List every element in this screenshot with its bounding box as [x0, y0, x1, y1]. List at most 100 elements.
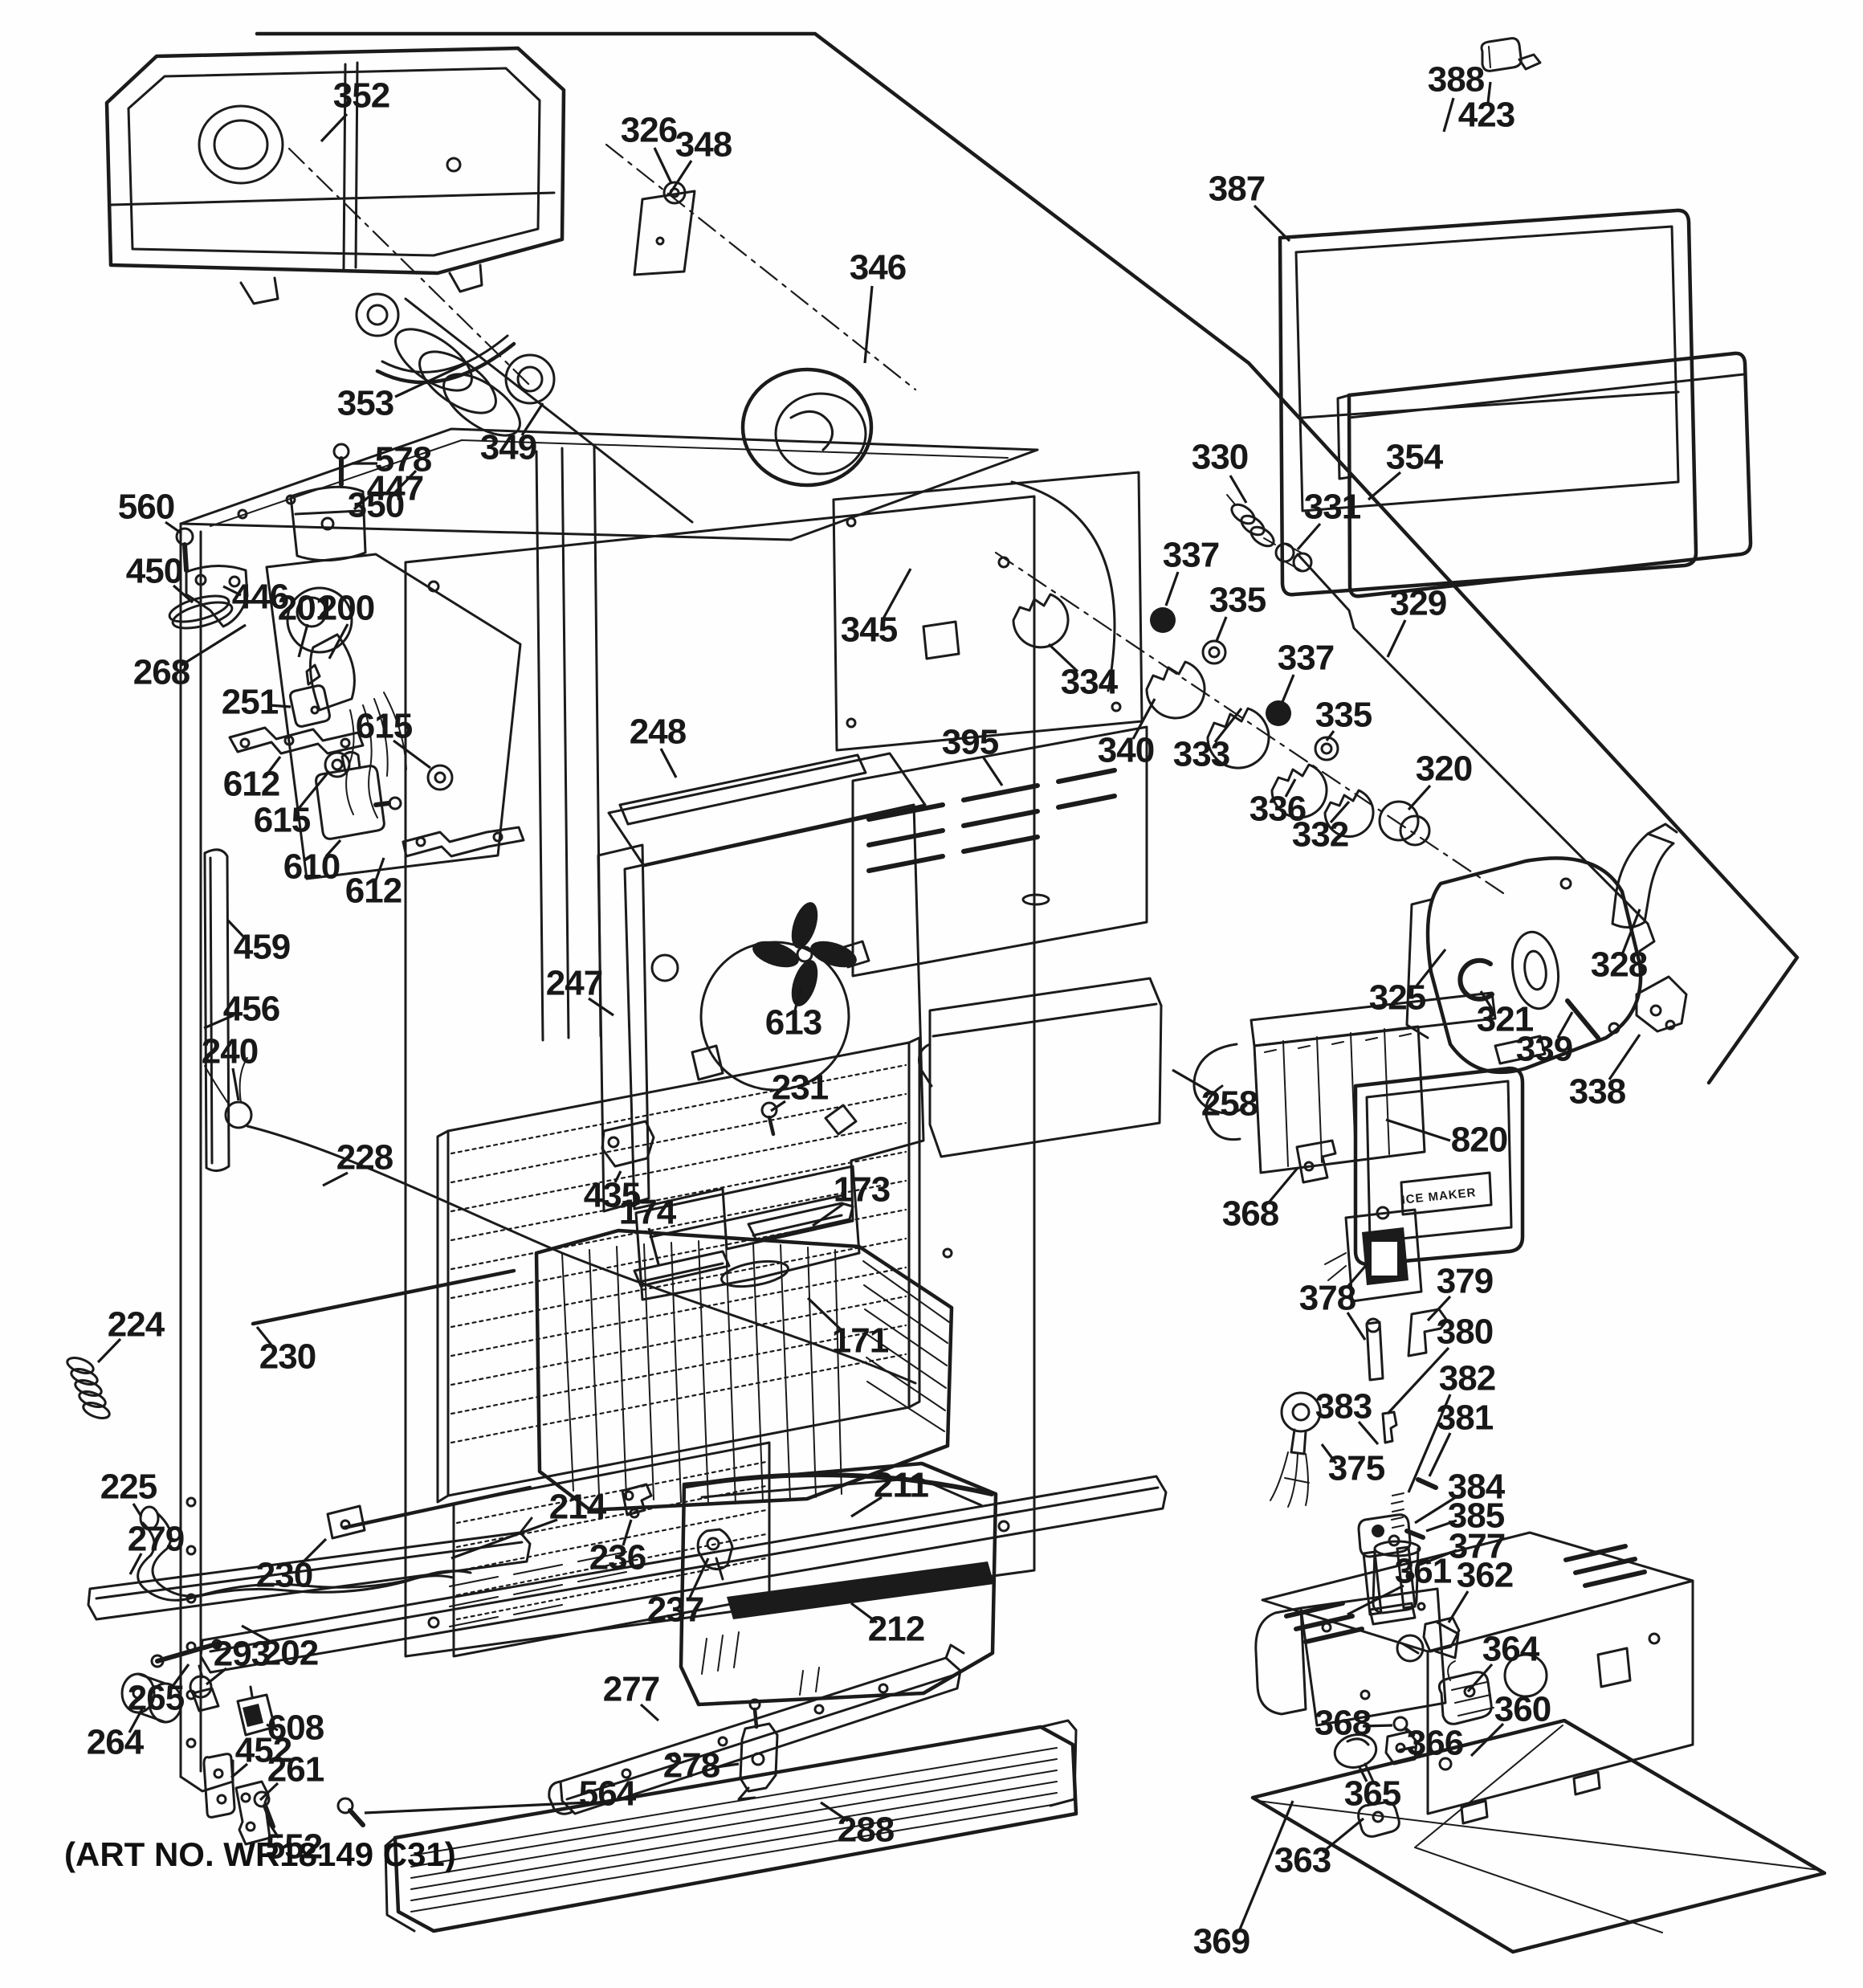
leader-610	[324, 839, 342, 858]
leader-380	[1386, 1346, 1450, 1415]
floor-panel-360	[1250, 1718, 1827, 1954]
part-label-261: 261	[267, 1750, 324, 1790]
leader-230a	[255, 1326, 275, 1348]
leader-277	[639, 1703, 660, 1722]
leader2-378	[1346, 1312, 1367, 1341]
leader-366	[1398, 1745, 1416, 1752]
leader-335b	[1325, 730, 1335, 741]
leader-613	[793, 987, 802, 1011]
part-label-173: 173	[834, 1170, 890, 1210]
part-label-231: 231	[772, 1068, 829, 1108]
part-label-368b: 368	[1315, 1704, 1372, 1743]
leader-383	[1357, 1420, 1380, 1446]
part-label-201: 201	[278, 589, 335, 628]
part-label-332: 332	[1292, 815, 1348, 855]
part-label-230b: 230	[256, 1556, 312, 1595]
part-label-380: 380	[1437, 1312, 1493, 1352]
part-label-450: 450	[126, 552, 182, 591]
leader-340	[1131, 698, 1156, 740]
part-label-459: 459	[234, 928, 290, 967]
leader-321	[1479, 990, 1494, 1010]
part-label-228: 228	[336, 1138, 393, 1178]
part-label-277: 277	[603, 1670, 659, 1709]
leader-261	[259, 1782, 279, 1802]
part-label-225: 225	[100, 1468, 157, 1507]
part-label-336: 336	[1249, 790, 1306, 829]
leader-423	[1486, 81, 1492, 104]
leader-362	[1447, 1590, 1470, 1623]
drive-chain-parts	[1012, 494, 1656, 953]
part-label-368a: 368	[1222, 1194, 1279, 1234]
basket-171	[534, 1228, 954, 1512]
part-label-345: 345	[841, 610, 898, 650]
air-duct-247	[597, 752, 927, 1301]
center-axis-lines	[287, 143, 1505, 895]
leader-456	[203, 1014, 234, 1030]
leader-363	[1321, 1817, 1365, 1854]
leader-387	[1253, 204, 1291, 243]
leader-352	[320, 112, 349, 143]
part-label-379: 379	[1437, 1262, 1493, 1301]
part-label-247: 247	[546, 964, 602, 1003]
part-label-337a: 337	[1163, 536, 1219, 575]
part-label-334: 334	[1061, 663, 1119, 702]
part-label-456: 456	[223, 990, 279, 1029]
part-label-360: 360	[1494, 1690, 1551, 1729]
leader-447	[353, 494, 372, 511]
leader-228	[322, 1171, 349, 1187]
part-label-346: 346	[850, 248, 906, 288]
part-label-248: 248	[630, 712, 687, 752]
leader-326	[653, 147, 673, 184]
part-label-333: 333	[1173, 735, 1229, 774]
part-label-384: 384	[1448, 1468, 1506, 1507]
leader-337a	[1164, 571, 1180, 606]
leader-349	[520, 402, 544, 436]
evaporator	[204, 1036, 921, 1658]
leader-334	[1047, 643, 1079, 673]
leader-328	[1621, 908, 1641, 953]
ice-bucket-352	[104, 46, 566, 305]
part-label-378: 378	[1299, 1279, 1356, 1318]
part-label-552: 552	[266, 1827, 322, 1867]
leader-279	[128, 1553, 143, 1575]
part-label-340: 340	[1098, 731, 1154, 770]
part-label-321: 321	[1477, 1000, 1534, 1039]
outer-border-lines	[255, 31, 1800, 1085]
part-label-395: 395	[942, 723, 999, 762]
leader-333	[1213, 708, 1243, 743]
part-label-338: 338	[1569, 1072, 1626, 1112]
part-label-362: 362	[1457, 1556, 1513, 1595]
leader-225	[132, 1503, 143, 1517]
leader-331	[1296, 522, 1322, 551]
part-label-200: 200	[318, 589, 374, 628]
part-label-265: 265	[128, 1679, 185, 1718]
diagram-artwork	[66, 31, 1827, 1954]
part-label-251: 251	[222, 683, 279, 722]
leader-435	[614, 1170, 622, 1183]
leader-251	[269, 704, 291, 708]
part-label-435: 435	[584, 1176, 641, 1215]
leader-268	[181, 623, 247, 667]
leader-384	[1414, 1494, 1459, 1525]
leader-212	[850, 1602, 878, 1624]
part-label-325: 325	[1369, 978, 1426, 1018]
door-387	[1278, 37, 1753, 598]
leader-338	[1608, 1034, 1641, 1080]
part-label-369: 369	[1193, 1922, 1249, 1961]
leader-381	[1428, 1432, 1452, 1477]
part-label-349: 349	[480, 428, 536, 467]
leader-368b	[1362, 1724, 1393, 1728]
mullion-hardware	[228, 663, 525, 858]
leader-293	[206, 1667, 227, 1686]
icemaker-module-label: ICE MAKER	[1401, 1186, 1477, 1207]
leader-339	[1556, 1011, 1574, 1039]
leader-354	[1367, 471, 1402, 501]
leader-264	[128, 1705, 145, 1733]
part-label-375: 375	[1328, 1449, 1385, 1488]
leader-395	[981, 756, 1004, 786]
leader-201	[297, 623, 309, 658]
leader-385	[1425, 1519, 1457, 1533]
auger-motor-325	[1405, 823, 1688, 1075]
part-label-615b: 615	[356, 707, 413, 746]
